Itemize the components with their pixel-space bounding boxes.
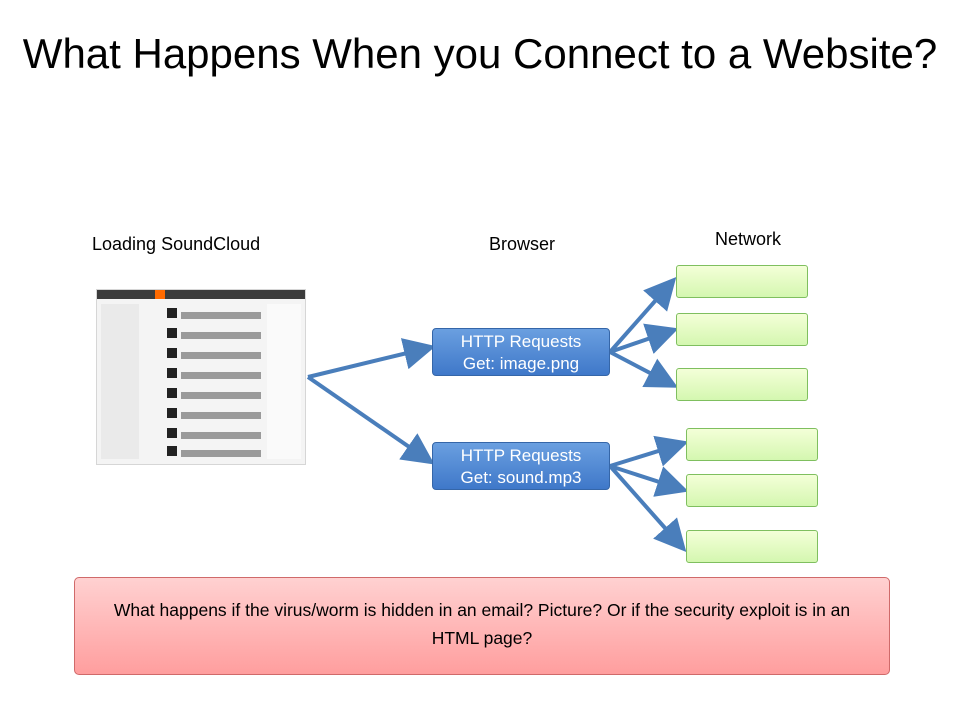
security-question-box: What happens if the virus/worm is hidden… <box>74 577 890 675</box>
image-request-box: HTTP Requests Get: image.png <box>432 328 610 376</box>
screenshot-track-row <box>167 428 263 442</box>
soundcloud-screenshot <box>96 289 306 465</box>
slide-title: What Happens When you Connect to a Websi… <box>22 30 938 77</box>
screenshot-toolbar <box>97 290 305 299</box>
screenshot-track-row <box>167 308 263 322</box>
screenshot-track-row <box>167 368 263 382</box>
network-label: Network <box>715 229 782 249</box>
sound-request-box: HTTP Requests Get: sound.mp3 <box>432 442 610 490</box>
arrow-sound-to-net-3 <box>608 464 687 552</box>
network-node-2 <box>676 313 808 346</box>
image-request-line2: Get: image.png <box>462 354 580 373</box>
arrow-to-sound-request <box>306 375 435 465</box>
screenshot-logo <box>155 290 165 299</box>
image-request-line1: HTTP Requests <box>460 332 582 351</box>
screenshot-track-row <box>167 348 263 362</box>
network-node-6 <box>686 530 818 563</box>
network-node-5 <box>686 474 818 507</box>
sound-request-line2: Get: sound.mp3 <box>460 468 582 487</box>
network-node-3 <box>676 368 808 401</box>
screenshot-track-row <box>167 408 263 422</box>
screenshot-track-row <box>167 446 263 460</box>
screenshot-track-row <box>167 328 263 342</box>
arrow-to-image-request <box>307 338 436 379</box>
screenshot-sidebar <box>101 304 139 459</box>
sound-request-line1: HTTP Requests <box>460 446 582 465</box>
arrow-image-to-net-2 <box>609 323 679 354</box>
arrow-image-to-net-1 <box>608 277 677 354</box>
network-node-1 <box>676 265 808 298</box>
network-node-4 <box>686 428 818 461</box>
screenshot-track-row <box>167 388 263 402</box>
loading-soundcloud-label: Loading SoundCloud <box>92 234 261 254</box>
browser-label: Browser <box>489 234 556 254</box>
arrow-sound-to-net-1 <box>609 435 689 468</box>
arrow-image-to-net-3 <box>609 350 679 388</box>
screenshot-right-panel <box>267 304 301 459</box>
arrow-sound-to-net-2 <box>609 464 689 497</box>
